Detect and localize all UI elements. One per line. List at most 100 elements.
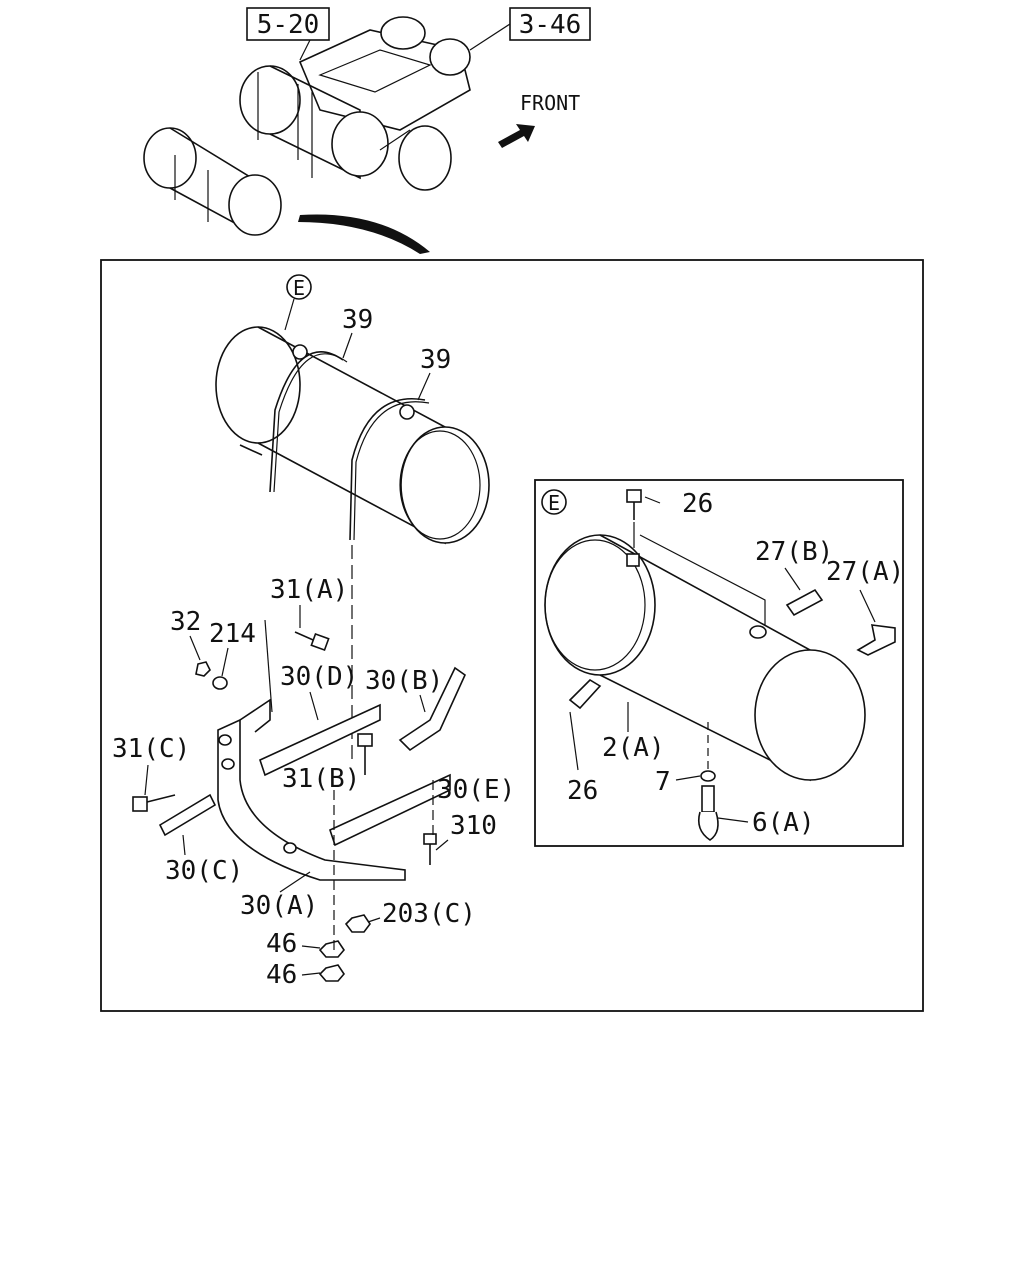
bracket-30c [158,793,217,837]
leader-26-top [644,496,661,504]
leader-7 [675,775,701,781]
label-plug-26-bottom: 26 [567,776,598,806]
bracket-assembly [158,666,467,881]
ref-label-right: 3-46 [519,10,582,40]
leader-46-lower [301,972,321,976]
leader-30d [309,691,319,721]
bracket-30e [329,773,451,847]
label-nut-46-upper: 46 [266,929,297,959]
overview-assembly: 5-20 3-46 FRONT [143,7,591,254]
leader-30c [182,834,186,856]
nut-46-upper [318,940,346,958]
valve-6a [701,785,715,813]
ref-label-left: 5-20 [257,10,320,40]
label-bracket-30c: 30(C) [165,856,243,886]
nut-32 [195,661,211,677]
leader-39-front [417,372,431,401]
detail-marker-label: E [293,276,305,300]
inset-tank-rear-rim [544,539,646,671]
leader-30b [419,694,426,713]
leader-46-upper [301,945,321,949]
overview-housing-top [318,49,432,93]
front-direction-label: FRONT [520,91,580,115]
leader-27b [784,567,801,591]
overview-cylinder-top-left [380,16,426,50]
strap-front [349,398,426,541]
valve-6a-handle [697,811,719,841]
overview-tank-right [398,125,452,191]
plug-26-bottom [568,678,602,710]
bracket-bolt-hole-3 [283,842,297,854]
leader-26-bottom [569,711,579,771]
leader-6a [717,817,749,823]
fasteners [132,631,437,982]
bracket-bolt-hole-1 [218,734,232,746]
overview-tank-end-front [331,111,389,177]
bolt-31b-head [357,733,373,747]
bracket-30b [398,666,467,752]
label-bolt-31a: 31(A) [270,575,348,605]
strap-front-inner [353,401,430,541]
bolt-31c-head [132,796,148,812]
bracket-30d [259,703,381,777]
fitting-27a [856,624,896,656]
overview-pointer-arrow [298,214,430,254]
washer-7 [700,770,716,782]
label-washer-214: 214 [209,619,256,649]
label-bracket-30b: 30(B) [365,666,443,696]
inset-tank [544,534,866,782]
detail-marker-leader [284,298,295,331]
overview-linkage [379,129,411,151]
fuel-tank-main [215,326,490,545]
leader-203c [367,917,381,923]
ref-leader-right [469,23,511,51]
strap-rear-nut [292,344,308,360]
main-frame [100,259,924,1012]
label-bolt-31b: 31(B) [282,764,360,794]
overview-lower-tank-straps [174,155,209,222]
bracket-30a [217,718,406,881]
label-bracket-30e: 30(E) [437,775,515,805]
tank-front-rim [399,430,481,540]
inset-marker-circle [541,489,567,515]
overview-lower-tank-rear [143,127,197,189]
leader-310 [435,839,449,851]
overview-cylinder-top-right [429,38,471,76]
ref-leader-left [299,39,311,61]
leader-30a [279,871,311,893]
label-fitting-27b: 27(B) [755,537,833,567]
leader-31a-bracket [264,619,273,713]
label-nut-203c: 203(C) [382,899,476,929]
detail-marker-circle [286,274,312,300]
label-plug-26-top: 26 [682,489,713,519]
tank-front-end [400,426,490,544]
label-strap-39-front: 39 [420,345,451,375]
ref-box-left [246,7,330,41]
inset-tank-port-top [626,553,640,567]
leader-31c [144,764,149,796]
label-nut-32: 32 [170,607,201,637]
label-bracket-30a: 30(A) [240,891,318,921]
nut-46-lower [318,964,346,982]
label-strap-39-top: 39 [342,305,373,335]
label-valve-6a: 6(A) [752,808,815,838]
label-bracket-30d: 30(D) [280,662,358,692]
inset-tank-port-mid [749,625,767,639]
overview-housing [298,29,471,131]
front-arrow-icon [498,124,535,148]
bracket-30a-upper [239,698,271,733]
label-bolt-310: 310 [450,811,497,841]
fitting-27b [785,588,824,617]
inset-tank-front [754,649,866,781]
label-nut-46-lower: 46 [266,960,297,990]
plug-26-top-guide [633,522,766,625]
overview-lower-tank-front [228,174,282,236]
bolt-310-head [423,833,437,845]
tank-rear-end [215,326,301,444]
leader-214 [221,647,229,677]
bolt-31a-head [310,632,330,652]
overview-tank-straps [257,72,313,178]
label-tank-2a: 2(A) [602,733,665,763]
leader-32 [189,635,201,661]
